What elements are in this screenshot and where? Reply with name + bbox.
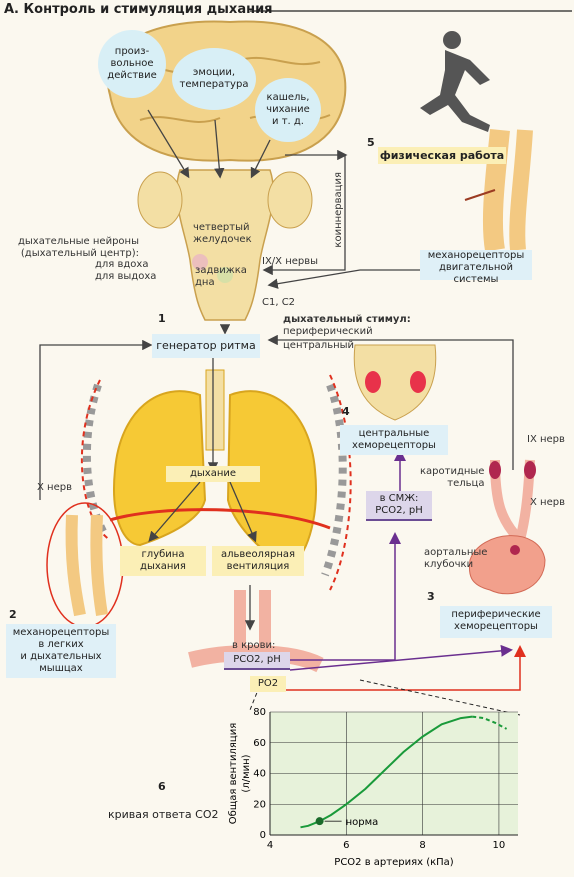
number-4: 4 <box>342 405 350 418</box>
box-csf: в СМЖ: PCO2, pH <box>366 491 432 521</box>
central-chemo-illustration <box>353 344 437 421</box>
chart-y-axis-label: (л/мин) <box>241 754 252 792</box>
chart-y-tick-label: 0 <box>260 830 266 841</box>
label-csf: в СМЖ: <box>379 493 419 504</box>
chart-y-tick-label: 80 <box>253 707 266 718</box>
zoom-line-left <box>249 679 263 711</box>
number-1: 1 <box>158 312 166 325</box>
box-alveolar-ventilation: альвеолярная вентиляция <box>212 546 304 576</box>
box-rhythm-generator: генератор ритма <box>152 334 260 358</box>
carotid-aorta-illustration <box>468 459 546 595</box>
number-5: 5 <box>367 136 375 149</box>
number-3: 3 <box>427 590 435 603</box>
label-expiration: для выдоха <box>95 271 157 282</box>
chart-series-line <box>472 715 508 730</box>
label-csf-values: PCO2, pH <box>375 505 423 516</box>
chart-point-label: норма <box>346 817 379 828</box>
lungs-illustration <box>80 369 352 591</box>
label-x-nerve-peripheral: X нерв <box>530 497 565 508</box>
label-inspiration: для вдоха <box>95 259 149 270</box>
box-breathing-depth: глубина дыхания <box>120 546 206 576</box>
chart-point-norm <box>315 817 324 826</box>
box-blood-pco2: PCO2, pH <box>224 652 290 670</box>
bubble-cough: кашель, чихание и т. д. <box>255 78 321 142</box>
box-central-chemoreceptors: центральные хеморецепторы <box>340 425 448 455</box>
label-coinnervation: коиннервация <box>333 172 344 248</box>
chart-x-tick-label: 4 <box>267 840 273 851</box>
label-stimulus-central: центральный <box>283 340 355 351</box>
label-ix-nerve: IX нерв <box>527 434 565 445</box>
box-lung-mechanoreceptors: механорецепторы в легких и дыхательных м… <box>6 624 116 678</box>
arrow-po2 <box>285 645 526 691</box>
page-title: А. Контроль и стимуляция дыхания <box>4 2 273 17</box>
label-obex: задвижка дна <box>195 265 247 288</box>
lung-mechanoreceptors-illustration <box>46 502 124 628</box>
chart-x-tick-label: 8 <box>419 840 425 851</box>
label-c1-c2: C1, C2 <box>262 297 296 308</box>
number-2: 2 <box>9 608 17 621</box>
chart-x-axis-label: PCO2 в артериях (кПа) <box>334 857 453 868</box>
label-fourth-ventricle: четвертый желудочек <box>193 222 252 245</box>
label-curve-caption: кривая ответа CO2 <box>108 808 219 821</box>
brainstem-illustration <box>137 169 313 321</box>
chart-y-tick-label: 60 <box>253 738 266 749</box>
box-exercise: физическая работа <box>378 147 506 164</box>
chart-x-tick-label: 6 <box>343 840 349 851</box>
label-aortic-bodies: аортальные клубочки <box>424 547 488 570</box>
label-stimulus-title: дыхательный стимул: <box>283 314 411 325</box>
chart-x-tick-label: 10 <box>493 840 506 851</box>
label-carotid-bodies: каротидные тельца <box>420 466 485 489</box>
label-respiratory-neurons: дыхательные нейроны (дыхательный центр): <box>18 236 139 259</box>
number-6: 6 <box>158 780 166 793</box>
label-in-blood: в крови: <box>232 640 276 651</box>
box-motor-mechanoreceptors: механорецепторы двигательной системы <box>420 250 532 285</box>
zoom-line-right <box>359 679 521 716</box>
runner-illustration <box>420 31 490 132</box>
label-x-nerve-lungs: X нерв <box>37 482 72 493</box>
box-breathing: дыхание <box>166 466 260 482</box>
chart-y-tick-label: 40 <box>253 769 266 780</box>
arrow-peripheral-pco2 <box>289 644 513 671</box>
label-cranial-nerves: IX/X нервы <box>262 256 319 267</box>
chart-y-tick-label: 20 <box>253 799 266 810</box>
chart-y-axis-label: Общая вентиляция <box>228 723 239 824</box>
box-peripheral-chemoreceptors: периферические хеморецепторы <box>440 606 552 638</box>
label-stimulus-peripheral: периферический <box>283 326 373 337</box>
box-blood-po2: PO2 <box>250 676 286 692</box>
bubble-voluntary-action: произ- вольное действие <box>98 30 166 98</box>
bubble-emotions: эмоции, температура <box>172 48 256 110</box>
leg-muscles-illustration <box>464 129 533 252</box>
arrows <box>39 109 514 631</box>
